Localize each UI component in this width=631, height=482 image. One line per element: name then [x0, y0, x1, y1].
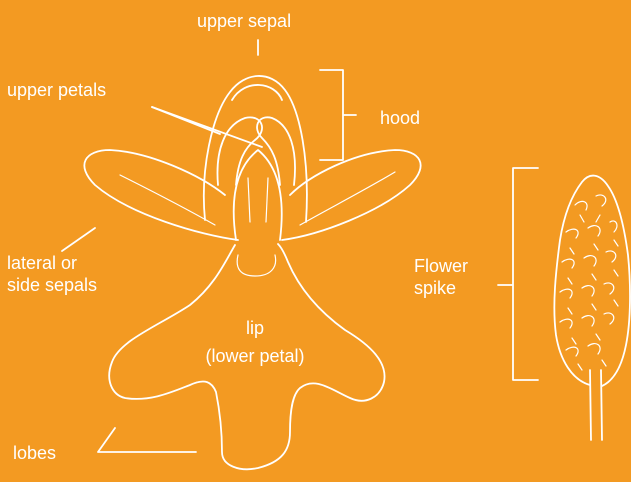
orchid-flower-drawing — [84, 76, 420, 469]
label-hood: hood — [380, 107, 420, 129]
hood-outline — [204, 76, 307, 222]
flower-spike-drawing — [554, 176, 630, 440]
label-lobes: lobes — [13, 442, 56, 464]
upper-petals-pointer-right — [152, 107, 262, 147]
label-lateral-sepals: lateral or side sepals — [7, 252, 97, 296]
label-lip-line2: (lower petal) — [185, 345, 325, 367]
label-lateral-line1: lateral or — [7, 252, 97, 274]
label-spike-line1: Flower — [414, 255, 468, 277]
label-lip-line1: lip — [185, 317, 325, 339]
label-upper-sepal: upper sepal — [197, 10, 291, 32]
spike-florets — [560, 195, 618, 370]
label-flower-spike: Flower spike — [414, 255, 468, 299]
lobes-pointer — [98, 428, 196, 452]
label-lateral-line2: side sepals — [7, 274, 97, 296]
hood-bracket — [320, 70, 356, 160]
label-upper-petals: upper petals — [7, 79, 106, 101]
spike-outline — [554, 176, 630, 386]
lateral-sepals-pointer — [62, 228, 95, 251]
upper-sepal — [232, 85, 282, 100]
spike-stem — [590, 370, 602, 440]
flower-spike-bracket — [498, 168, 538, 380]
left-lateral-sepal — [84, 150, 238, 240]
right-lateral-sepal — [282, 150, 421, 240]
column — [234, 150, 282, 240]
label-spike-line2: spike — [414, 277, 468, 299]
label-lip: lip (lower petal) — [185, 317, 325, 367]
pointer-lines — [62, 40, 538, 452]
